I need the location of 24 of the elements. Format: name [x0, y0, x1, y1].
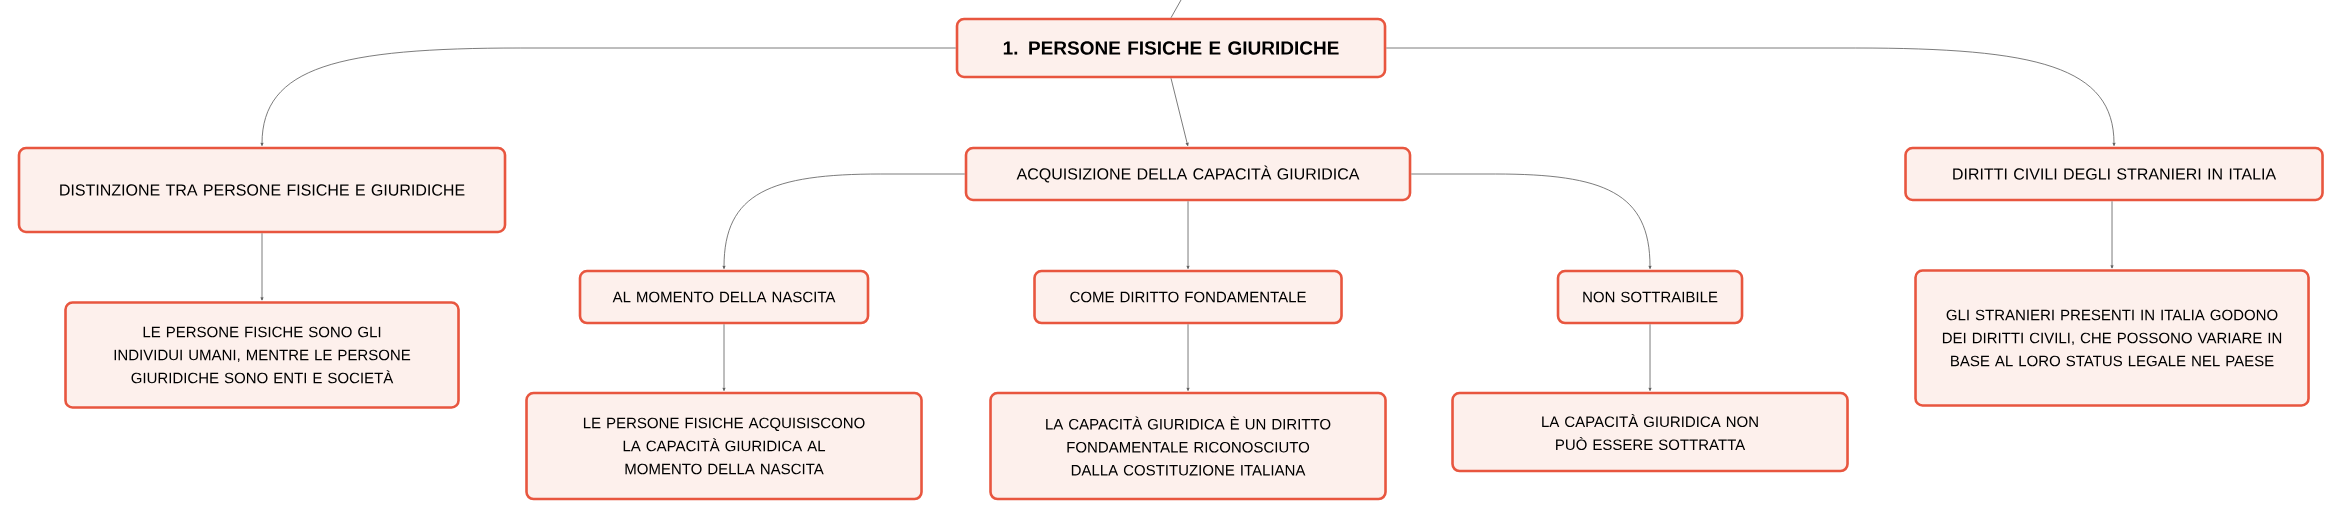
connector-line	[1186, 200, 1190, 270]
connector-line	[260, 47, 957, 147]
connector-line	[722, 323, 726, 392]
branch-box: ACQUISIZIONE DELLA CAPACITÀ GIURIDICA	[964, 146, 1412, 202]
subtopic-box: LE PERSONE FISICHE SONO GLI INDIVIDUI UMANI, MENTRE LE PERSONE GIURIDICHE SONO ENTI E SOCIETÀ	[64, 301, 460, 409]
branch-box: DIRITTI CIVILI DEGLI STRANIERI IN ITALIA	[1904, 146, 2324, 202]
connector-line	[1648, 323, 1652, 392]
subtopic-box: GLI STRANIERI PRESENTI IN ITALIA GODONO DEI DIRITTI CIVILI, CHE POSSONO VARIARE IN BASE AL LORO STATUS LEGALE NEL PAESE	[1914, 269, 2310, 407]
connector-line	[260, 232, 264, 301]
subtopic-box: NON SOTTRAIBILE	[1556, 269, 1744, 325]
connector-line	[1170, 0, 1182, 19]
subtopic-box: AL MOMENTO DELLA NASCITA	[578, 269, 870, 325]
topic-box: 1. PERSONE FISICHE E GIURIDICHE	[955, 17, 1387, 79]
subtopic-box: LA CAPACITÀ GIURIDICA È UN DIRITTO FONDAMENTALE RICONOSCIUTO DALLA COSTITUZIONE ITALIANA	[989, 391, 1387, 501]
subtopic-box: COME DIRITTO FONDAMENTALE	[1033, 269, 1343, 325]
connector-line	[2110, 200, 2114, 269]
subtopic-box: LA CAPACITÀ GIURIDICA NON PUÒ ESSERE SOTTRATTA	[1451, 391, 1849, 473]
subtopic-box: LE PERSONE FISICHE ACQUISISCONO LA CAPACITÀ GIURIDICA AL MOMENTO DELLA NASCITA	[525, 391, 923, 501]
connector-line	[1170, 77, 1189, 147]
connector-line	[1385, 47, 2116, 147]
branch-box: DISTINZIONE TRA PERSONE FISICHE E GIURIDICHE	[17, 146, 507, 234]
connector-line	[1410, 173, 1652, 270]
connector-line	[1186, 323, 1190, 392]
connector-line	[722, 173, 966, 270]
